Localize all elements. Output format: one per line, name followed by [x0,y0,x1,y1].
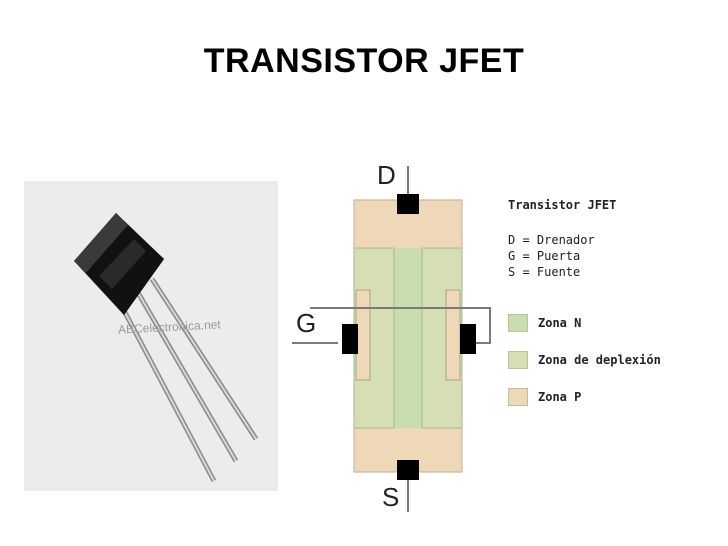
legend-def-drain: D = Drenador [508,233,595,247]
transistor-photo [24,181,278,491]
gate-contact-left [342,324,358,354]
gate-region-right [445,289,461,381]
zona-deplexion-swatch [508,350,528,369]
source-contact [397,460,419,480]
source-label: S [382,482,399,512]
legend-item-zona-n: Zona N [508,304,723,341]
gate-region-left [355,289,371,381]
legend: Transistor JFET D = Drenador G = Puerta … [508,198,723,415]
drain-label: D [377,160,396,190]
legend-definitions: D = Drenador G = Puerta S = Fuente [508,232,723,280]
gate-label: G [296,308,316,338]
jfet-diagram: D G S [290,158,505,518]
legend-item-label: Zona P [538,389,582,404]
legend-item-label: Zona de deplexión [538,352,661,367]
legend-title: Transistor JFET [508,198,617,212]
legend-def-source: S = Fuente [508,265,581,279]
slide-title: TRANSISTOR JFET [203,42,525,80]
gate-contact-right [460,324,476,354]
zona-n-swatch [508,313,528,332]
legend-item-label: Zona N [538,315,582,330]
legend-def-gate: G = Puerta [508,249,581,263]
drain-contact [397,194,419,214]
zona-p-swatch [508,387,528,406]
legend-item-zona-p: Zona P [508,378,723,415]
legend-item-zona-deplexion: Zona de deplexión [508,341,723,378]
